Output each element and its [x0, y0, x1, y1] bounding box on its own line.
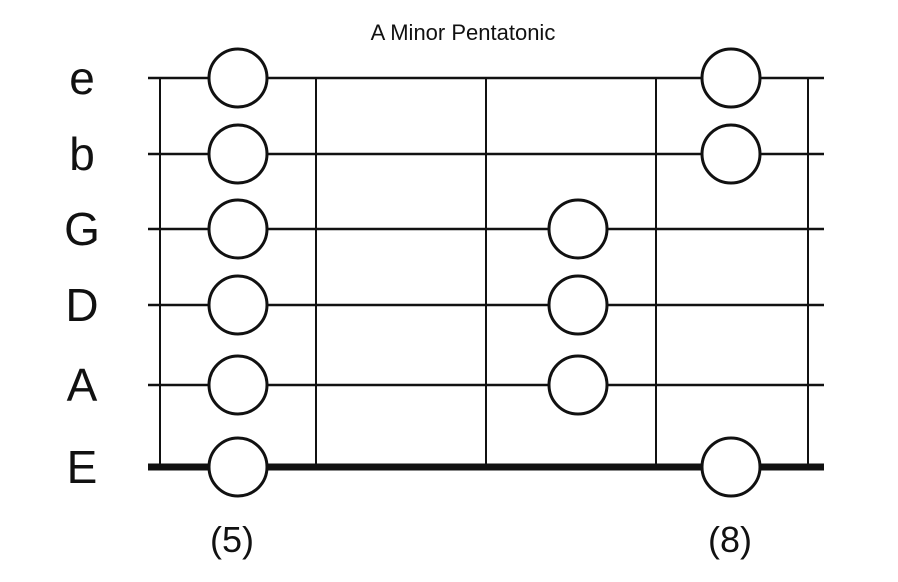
note-marker: [207, 198, 269, 260]
string-label-b: b: [69, 128, 95, 180]
string-label-D: D: [65, 279, 98, 331]
note-marker: [207, 47, 269, 109]
note-marker: [700, 436, 762, 498]
note-marker: [207, 354, 269, 416]
note-markers: [207, 47, 762, 498]
note-marker: [207, 274, 269, 336]
string-label-E: E: [67, 441, 98, 493]
fret-number-labels: (5) (8): [210, 519, 752, 560]
diagram-title: A Minor Pentatonic: [370, 20, 556, 45]
note-marker: [207, 436, 269, 498]
note-marker: [700, 123, 762, 185]
fret-lines: [159, 78, 809, 467]
note-marker: [700, 47, 762, 109]
string-label-e: e: [69, 52, 95, 104]
string-label-G: G: [64, 203, 100, 255]
fret-number-label: (5): [210, 519, 254, 560]
note-marker: [207, 123, 269, 185]
note-marker: [547, 274, 609, 336]
note-marker: [547, 354, 609, 416]
note-marker: [547, 198, 609, 260]
string-label-A: A: [67, 359, 98, 411]
fret-number-label: (8): [708, 519, 752, 560]
